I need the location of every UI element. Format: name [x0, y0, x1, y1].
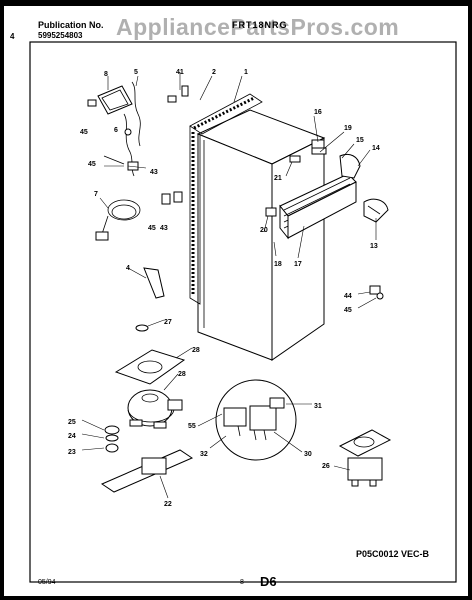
callout-41: 41 — [176, 69, 184, 76]
callout-22: 22 — [164, 501, 172, 508]
callout-43-lower: 43 — [160, 225, 168, 232]
callout-27: 27 — [164, 319, 172, 326]
callout-31: 31 — [314, 403, 322, 410]
callout-20: 20 — [260, 227, 268, 234]
watermark: AppliancePartsPros.com — [116, 14, 400, 40]
callout-45-middle: 45 — [88, 161, 96, 168]
compressor — [127, 389, 183, 429]
callout-28-pan: 28 — [192, 347, 200, 354]
bracket — [143, 267, 165, 299]
callout-45-right: 45 — [344, 307, 352, 314]
callout-32: 32 — [200, 451, 208, 458]
callout-23: 23 — [68, 449, 76, 456]
callout-45-upper: 45 — [80, 129, 88, 136]
power-cord — [95, 199, 141, 241]
callout-25: 25 — [68, 419, 76, 426]
callout-2: 2 — [212, 69, 216, 76]
drain-pan — [114, 324, 186, 385]
callout-15: 15 — [356, 137, 364, 144]
callout-28-compressor: 28 — [178, 371, 186, 378]
callout-1: 1 — [244, 69, 248, 76]
leader-lines — [81, 72, 377, 499]
grommet-stack — [104, 425, 120, 453]
callout-6: 6 — [114, 127, 118, 134]
callout-30: 30 — [304, 451, 312, 458]
condenser-coil — [279, 173, 357, 240]
footer-page: 8 — [240, 579, 244, 586]
right-drain-assembly — [338, 429, 392, 487]
callout-24: 24 — [68, 433, 76, 440]
diagram-frame — [29, 41, 457, 583]
left-mark: 4 — [10, 32, 15, 41]
callout-8: 8 — [104, 71, 108, 78]
callout-14: 14 — [372, 145, 380, 152]
relay-detail — [215, 379, 297, 461]
door-gasket — [189, 93, 263, 305]
callout-45-lower: 45 — [148, 225, 156, 232]
callout-19: 19 — [344, 125, 352, 132]
mounting-plate — [100, 449, 194, 493]
parts-diagram-sheet: 1 2 4 5 6 7 8 13 14 15 16 17 18 19 20 21… — [4, 6, 468, 596]
exploded-parts-diagram: 1 2 4 5 6 7 8 13 14 15 16 17 18 19 20 21… — [29, 41, 457, 583]
callout-55: 55 — [188, 423, 196, 430]
callout-16: 16 — [314, 109, 322, 116]
callout-44: 44 — [344, 293, 352, 300]
fan-shroud — [339, 153, 389, 223]
diagram-code: P05C0012 VEC-B — [356, 549, 430, 559]
small-fittings — [265, 139, 327, 217]
upper-left-parts — [87, 81, 189, 205]
publication-number: 5995254803 — [38, 31, 83, 40]
footer-section: D6 — [260, 574, 277, 589]
model-code: FRT18NRG — [232, 20, 288, 30]
callout-43-upper: 43 — [150, 169, 158, 176]
publication-label: Publication No. — [38, 20, 104, 30]
callout-21: 21 — [274, 175, 282, 182]
callout-labels: 1 2 4 5 6 7 8 13 14 15 16 17 18 19 20 21… — [68, 69, 380, 508]
callout-7: 7 — [94, 191, 98, 198]
right-side-parts — [369, 285, 384, 300]
callout-18: 18 — [274, 261, 282, 268]
footer-date: 05/94 — [38, 579, 56, 586]
callout-13: 13 — [370, 243, 378, 250]
refrigerator-cabinet — [196, 109, 326, 361]
callout-17: 17 — [294, 261, 302, 268]
callout-26: 26 — [322, 463, 330, 470]
callout-4: 4 — [126, 265, 130, 272]
callout-5: 5 — [134, 69, 138, 76]
